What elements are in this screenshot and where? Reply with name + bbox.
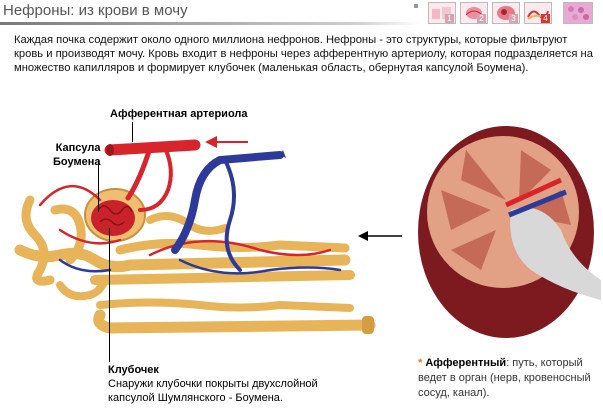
note-term: Афферентный: [425, 357, 507, 369]
glomerulus: [91, 200, 135, 236]
thumbnail-number: 3: [509, 14, 518, 23]
header-divider: [0, 22, 420, 25]
definition-note: * Афферентный: путь, который ведет в орг…: [418, 356, 603, 401]
thumbnail-number: 2: [477, 14, 486, 23]
leader-line: [109, 228, 110, 362]
thumbnail-number: 1: [445, 14, 454, 23]
thumbnail-2[interactable]: 2: [460, 2, 488, 24]
page-title: Нефроны: из крови в мочу: [3, 2, 188, 19]
afferent-arteriole: [38, 139, 332, 257]
thumbnail-number: 4: [541, 14, 550, 23]
ureter: [510, 207, 601, 300]
label-glomerulus: Клубочек Снаружи клубочки покрыты двухсл…: [108, 364, 318, 404]
renal-tubule: [14, 195, 376, 334]
kidney-thumb-icon: [432, 7, 451, 19]
header: Нефроны: из крови в мочу: [0, 0, 603, 28]
note-text: : путь, который ведет в орган (нерв, кро…: [418, 357, 591, 399]
cells-thumb-icon: [568, 6, 589, 20]
thumbnail-4[interactable]: 4: [524, 2, 552, 24]
thumbnail-1[interactable]: 1: [428, 2, 456, 24]
intro-text: Каждая почка содержит около одного милли…: [14, 34, 593, 74]
header-divider-dot: [414, 4, 418, 8]
thumbnail-3[interactable]: 3: [492, 2, 520, 24]
label-afferent-arteriole: Афферентная артериола: [110, 108, 248, 120]
collecting-duct-end: [362, 316, 374, 334]
leader-line: [98, 160, 99, 212]
thumbnail-5[interactable]: [563, 2, 593, 24]
star-icon: *: [418, 357, 423, 369]
label-bowman-capsule: Капсула Боумена: [53, 142, 101, 168]
leader-line: [132, 122, 133, 142]
pointer-arrow-icon: [358, 231, 402, 241]
kidney-illustration: [418, 126, 601, 338]
renal-pyramids: [441, 150, 571, 270]
efferent-vein: [58, 151, 342, 275]
